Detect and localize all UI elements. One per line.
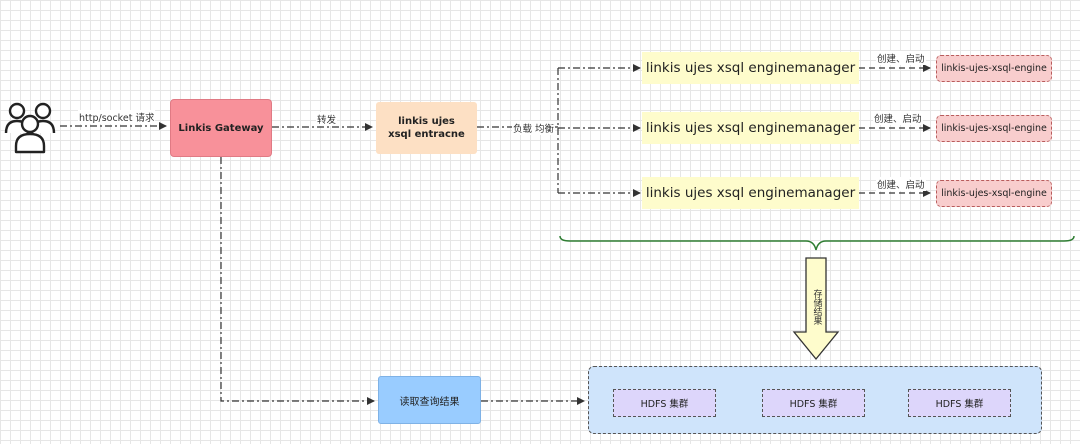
linkis-gateway-label: Linkis Gateway bbox=[178, 122, 264, 134]
xsql-entrance-label-2: xsql entracne bbox=[388, 129, 465, 140]
edge-label-http-socket: http/socket 请求 bbox=[78, 110, 156, 124]
xsql-entrance-label-1: linkis ujes bbox=[398, 116, 455, 127]
edge-gateway-read bbox=[220, 157, 375, 405]
hdfs-node-3: HDFS 集群 bbox=[908, 389, 1011, 417]
edge-label-load-balance: 负载 均衡 bbox=[512, 121, 556, 135]
xsql-engine-label: linkis-ujes-xsql-engine bbox=[941, 63, 1047, 74]
edge-label-create-start-2: 创建、启动 bbox=[873, 111, 923, 125]
group-brace bbox=[559, 235, 1075, 251]
edge-label-create-start-1: 创建、启动 bbox=[876, 51, 926, 65]
xsql-engine-node-3: linkis-ujes-xsql-engine bbox=[936, 180, 1052, 207]
hdfs-label: HDFS 集群 bbox=[640, 399, 689, 410]
xsql-engine-node-2: linkis-ujes-xsql-engine bbox=[936, 115, 1052, 142]
engine-manager-label: linkis ujes xsql enginemanager bbox=[645, 185, 856, 201]
read-results-label: 读取查询结果 bbox=[399, 396, 460, 408]
xsql-engine-node-1: linkis-ujes-xsql-engine bbox=[936, 55, 1052, 82]
edge-label-store-results: 存储结果 bbox=[811, 289, 822, 325]
engine-manager-node-1: linkis ujes xsql enginemanager bbox=[642, 52, 859, 84]
engine-manager-node-3: linkis ujes xsql enginemanager bbox=[642, 177, 859, 209]
engine-manager-label: linkis ujes xsql enginemanager bbox=[645, 120, 856, 136]
users-icon bbox=[4, 102, 56, 154]
store-arrow bbox=[792, 257, 840, 361]
hdfs-node-2: HDFS 集群 bbox=[762, 389, 865, 417]
edge-label-create-start-3: 创建、启动 bbox=[876, 177, 926, 191]
engine-manager-label: linkis ujes xsql enginemanager bbox=[645, 60, 856, 76]
hdfs-node-1: HDFS 集群 bbox=[613, 389, 716, 417]
xsql-engine-label: linkis-ujes-xsql-engine bbox=[941, 123, 1047, 134]
xsql-engine-label: linkis-ujes-xsql-engine bbox=[941, 188, 1047, 199]
linkis-gateway-node: Linkis Gateway bbox=[170, 99, 272, 157]
hdfs-label: HDFS 集群 bbox=[935, 399, 984, 410]
hdfs-label: HDFS 集群 bbox=[789, 399, 838, 410]
engine-manager-node-2: linkis ujes xsql enginemanager bbox=[642, 112, 859, 144]
read-results-node: 读取查询结果 bbox=[378, 376, 481, 424]
edge-label-forward: 转发 bbox=[316, 112, 338, 126]
xsql-entrance-node: linkis ujes xsql entracne bbox=[376, 102, 477, 154]
